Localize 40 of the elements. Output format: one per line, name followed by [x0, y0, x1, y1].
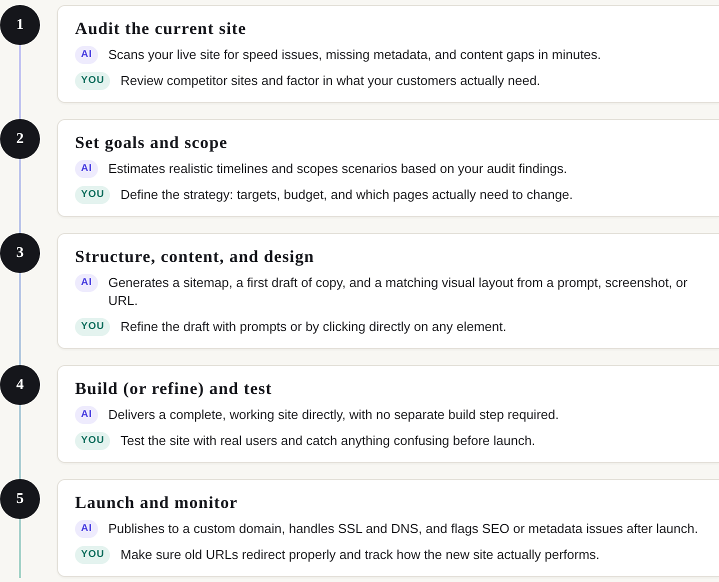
- role-badge: AI: [75, 160, 98, 178]
- step-description: Publishes to a custom domain, handles SSL and DNS, and flags SEO or metadata issues after launch.: [108, 520, 698, 538]
- step-description: Make sure old URLs redirect properly and track how the new site actually performs.: [120, 546, 600, 564]
- role-badge: YOU: [75, 432, 110, 450]
- step-description: Estimates realistic timelines and scopes scenarios based on your audit findings.: [108, 160, 568, 178]
- step-card: [57, 119, 719, 217]
- step-title: Audit the current site: [75, 18, 248, 40]
- step-number: 2: [0, 119, 40, 159]
- step-description: Generates a sitemap, a first draft of copy, and a matching visual layout from a prompt, screenshot, or URL.: [108, 274, 688, 310]
- step-number: 3: [0, 233, 40, 273]
- step-description: Review competitor sites and factor in what your customers actually need.: [120, 72, 540, 90]
- timeline-line: [19, 273, 21, 365]
- step-number: 5: [0, 479, 40, 519]
- step-title: Set goals and scope: [75, 132, 229, 154]
- step-description: Delivers a complete, working site directly, with no separate build step required.: [108, 406, 559, 424]
- step-number: 4: [0, 365, 40, 405]
- step-title: Structure, content, and design: [75, 246, 316, 268]
- timeline-line: [19, 159, 21, 233]
- step-number: 1: [0, 5, 40, 45]
- step-card: [57, 365, 719, 463]
- role-badge: AI: [75, 406, 98, 424]
- role-badge: AI: [75, 520, 98, 538]
- step-title: Build (or refine) and test: [75, 378, 274, 400]
- step-description: Define the strategy: targets, budget, and which pages actually need to change.: [120, 186, 573, 204]
- step-description: Refine the draft with prompts or by clicking directly on any element.: [120, 318, 506, 336]
- role-badge: YOU: [75, 546, 110, 564]
- step-description: Test the site with real users and catch anything confusing before launch.: [120, 432, 536, 450]
- timeline-line: [19, 519, 21, 578]
- timeline-line: [19, 45, 21, 119]
- role-badge: AI: [75, 274, 98, 292]
- role-badge: YOU: [75, 72, 110, 90]
- step-card: [57, 479, 719, 577]
- role-badge: AI: [75, 46, 98, 64]
- step-card: [57, 5, 719, 103]
- role-badge: YOU: [75, 186, 110, 204]
- step-card: [57, 233, 719, 349]
- step-description: Scans your live site for speed issues, missing metadata, and content gaps in minutes.: [108, 46, 602, 64]
- step-title: Launch and monitor: [75, 492, 239, 514]
- role-badge: YOU: [75, 318, 110, 336]
- timeline-line: [19, 405, 21, 479]
